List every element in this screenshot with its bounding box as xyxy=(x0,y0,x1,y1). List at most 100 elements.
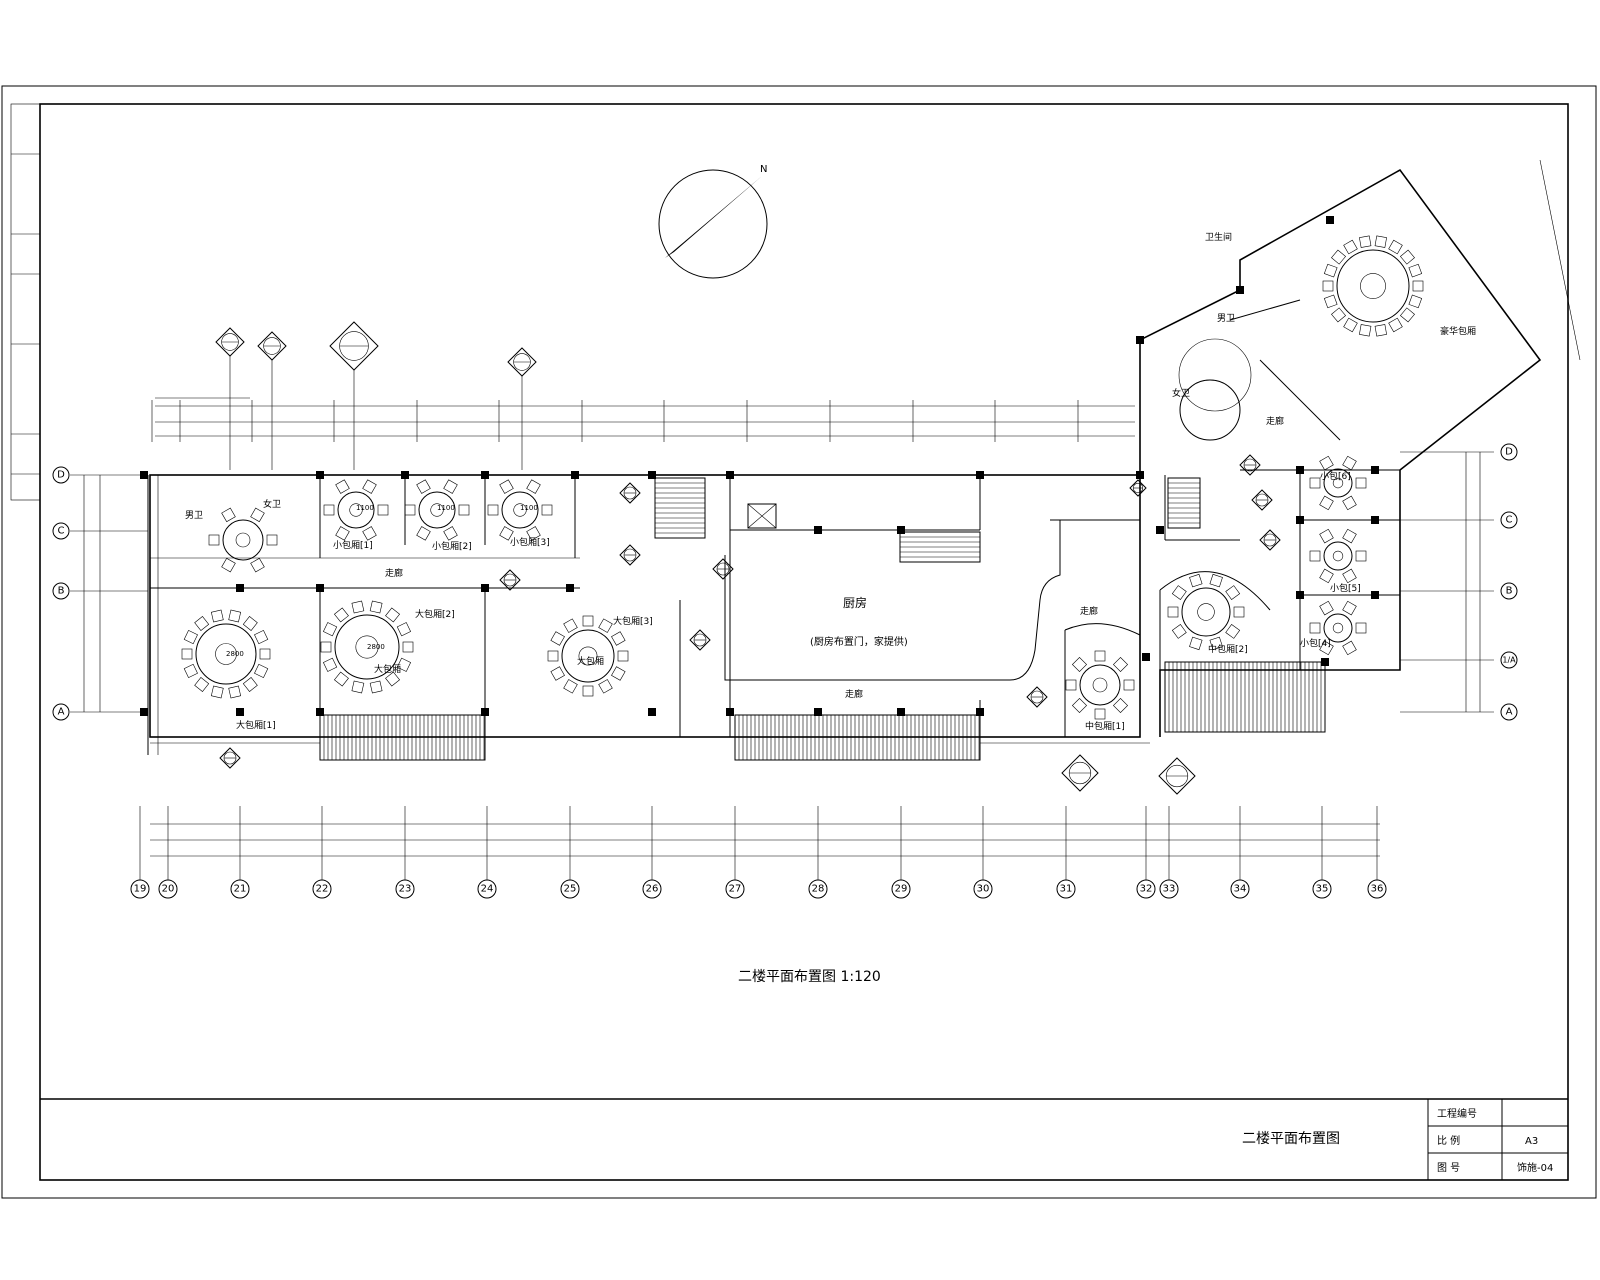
east-terrace-hatch xyxy=(1164,661,1326,733)
sheet-outer-border xyxy=(1,85,1597,1199)
axis-bottom-label: 20 xyxy=(162,884,175,895)
chair xyxy=(1071,698,1087,714)
chair xyxy=(563,679,578,694)
chair xyxy=(396,622,412,637)
chair xyxy=(194,616,210,631)
axis-bottom-20: 20 xyxy=(158,806,178,899)
big-room-2-label: 大包厢[2] xyxy=(415,608,455,620)
elevation-marker xyxy=(219,747,241,769)
column xyxy=(481,708,489,716)
elevation-marker xyxy=(329,321,379,371)
top-dimension-ticks xyxy=(151,400,1079,442)
chair xyxy=(369,680,383,694)
elevation-marker xyxy=(507,347,537,377)
chair xyxy=(242,677,258,692)
column xyxy=(316,584,324,592)
male-wc-right-label: 男卫 xyxy=(1217,313,1235,324)
column xyxy=(648,708,656,716)
elevation-marker xyxy=(712,558,734,580)
axis-bottom-32: 32 xyxy=(1136,806,1156,899)
female-wc-left-label: 女卫 xyxy=(263,498,281,510)
chair xyxy=(563,618,578,633)
chair xyxy=(1331,249,1346,265)
dining-table xyxy=(1309,528,1367,584)
axis-right-d: D xyxy=(1505,447,1513,458)
chair xyxy=(416,479,431,494)
chair xyxy=(228,685,242,699)
chair xyxy=(362,479,377,494)
axis-lines xyxy=(70,451,1494,713)
axis-bottom-label: 27 xyxy=(729,884,742,895)
chair xyxy=(611,631,626,646)
binding-margin-strip xyxy=(10,103,41,501)
table-1100-c-label: 1100 xyxy=(520,504,538,512)
side-dimension-lines xyxy=(83,159,1581,712)
chair xyxy=(333,671,349,687)
mid-room-1-label: 中包厢[1] xyxy=(1085,720,1125,732)
chair xyxy=(250,557,265,573)
title-block-name: 二楼平面布置图 xyxy=(1242,1131,1340,1147)
dining-table xyxy=(320,600,414,694)
dining-table xyxy=(208,507,278,573)
axis-bottom-25: 25 xyxy=(560,806,580,899)
elevation-marker xyxy=(689,629,711,651)
axis-right-b: B xyxy=(1506,586,1513,597)
column xyxy=(571,471,579,479)
column xyxy=(1321,658,1329,666)
chair xyxy=(1319,528,1334,544)
elevation-marker xyxy=(619,482,641,504)
elevation-marker xyxy=(499,569,521,591)
axis-bottom-35: 35 xyxy=(1312,806,1332,899)
chair xyxy=(547,650,559,662)
chair xyxy=(369,600,383,614)
chair xyxy=(1323,263,1338,278)
chair xyxy=(526,479,541,494)
column xyxy=(1296,591,1304,599)
column xyxy=(401,471,409,479)
chair xyxy=(335,479,350,494)
chair xyxy=(221,557,236,573)
elevation-marker xyxy=(1061,754,1099,792)
terrace-hatch xyxy=(319,714,981,761)
project-no-label: 工程编号 xyxy=(1437,1107,1477,1120)
dining-table xyxy=(1309,600,1367,656)
column xyxy=(648,471,656,479)
scale-label: 比 例 xyxy=(1437,1134,1460,1147)
chair xyxy=(320,641,332,653)
chair xyxy=(322,622,338,637)
dining-table xyxy=(547,615,629,697)
sheet-inner-border xyxy=(39,103,1569,1181)
male-wc-left-label: 男卫 xyxy=(185,510,203,521)
axis-bottom-label: 21 xyxy=(234,884,247,895)
column xyxy=(1156,526,1164,534)
column xyxy=(1371,516,1379,524)
axis-bottom-label: 28 xyxy=(812,884,825,895)
axis-left-b: B xyxy=(58,586,65,597)
chair xyxy=(210,685,224,699)
dining-table xyxy=(1322,235,1424,337)
chair xyxy=(487,504,499,516)
axis-bottom-30: 30 xyxy=(973,806,993,899)
chair xyxy=(1342,495,1357,511)
chair xyxy=(1331,307,1346,323)
column xyxy=(1136,336,1144,344)
chair xyxy=(254,663,269,678)
elevation-marker xyxy=(215,327,245,357)
chair xyxy=(499,526,514,541)
column xyxy=(316,708,324,716)
chair xyxy=(1319,568,1334,584)
chair xyxy=(385,671,401,687)
axis-right-c: C xyxy=(1506,515,1513,526)
sheet-value: 饰施-04 xyxy=(1517,1161,1553,1174)
chair xyxy=(1355,477,1367,489)
column xyxy=(726,708,734,716)
axis-bottom-label: 23 xyxy=(399,884,412,895)
chair xyxy=(221,507,236,523)
chair xyxy=(250,507,265,523)
chair xyxy=(1319,600,1334,616)
chair xyxy=(1113,698,1129,714)
chair xyxy=(526,526,541,541)
chair xyxy=(1225,585,1241,601)
chair xyxy=(1342,568,1357,584)
column xyxy=(726,471,734,479)
